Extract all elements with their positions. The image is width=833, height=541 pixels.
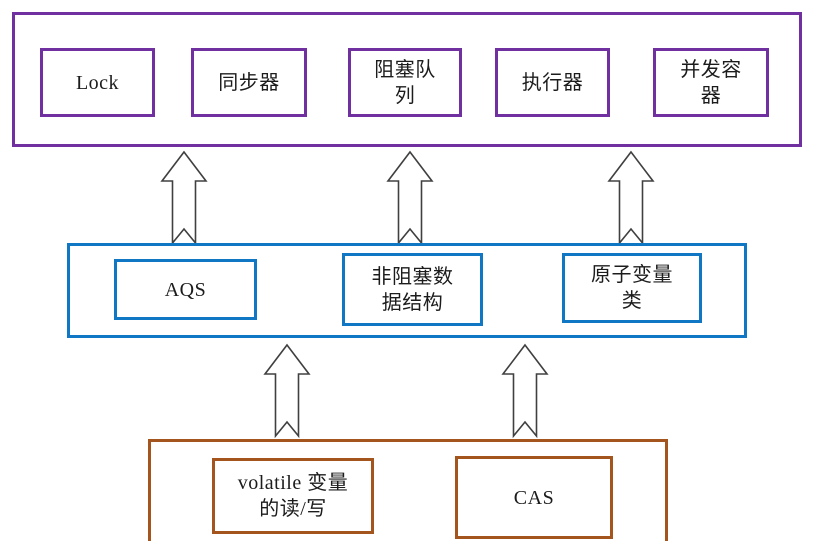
box-atomic-variable-class: 原子变量 类 [562, 253, 702, 323]
box-synchronizer: 同步器 [191, 48, 307, 117]
box-volatile-read-write: volatile 变量 的读/写 [212, 458, 374, 534]
up-arrow-icon [607, 150, 655, 246]
layer-bottom-primitives: volatile 变量 的读/写 CAS [148, 439, 668, 541]
box-nonblocking-data-structure-label: 非阻塞数 据结构 [371, 265, 454, 314]
box-aqs: AQS [114, 259, 257, 320]
box-concurrent-container-label: 并发容 器 [680, 58, 742, 107]
up-arrow-icon [263, 343, 311, 439]
box-executor-label: 执行器 [521, 71, 584, 94]
box-executor: 执行器 [495, 48, 610, 117]
up-arrow-icon [386, 150, 434, 246]
box-concurrent-container: 并发容 器 [653, 48, 769, 117]
box-blocking-queue: 阻塞队 列 [348, 48, 462, 117]
box-aqs-label: AQS [164, 278, 207, 301]
box-blocking-queue-label: 阻塞队 列 [374, 58, 436, 107]
layer-middle-infrastructure: AQS 非阻塞数 据结构 原子变量 类 [67, 243, 747, 338]
up-arrow-icon [160, 150, 208, 246]
box-lock: Lock [40, 48, 155, 117]
box-volatile-read-write-label: volatile 变量 的读/写 [237, 472, 349, 520]
up-arrow-icon [501, 343, 549, 439]
box-cas-label: CAS [513, 486, 555, 509]
layer-top-concurrency-tools: Lock 同步器 阻塞队 列 执行器 并发容 器 [12, 12, 802, 147]
box-nonblocking-data-structure: 非阻塞数 据结构 [342, 253, 483, 326]
box-atomic-variable-class-label: 原子变量 类 [591, 264, 673, 312]
box-cas: CAS [455, 456, 613, 539]
box-synchronizer-label: 同步器 [218, 71, 280, 94]
box-lock-label: Lock [75, 71, 120, 94]
